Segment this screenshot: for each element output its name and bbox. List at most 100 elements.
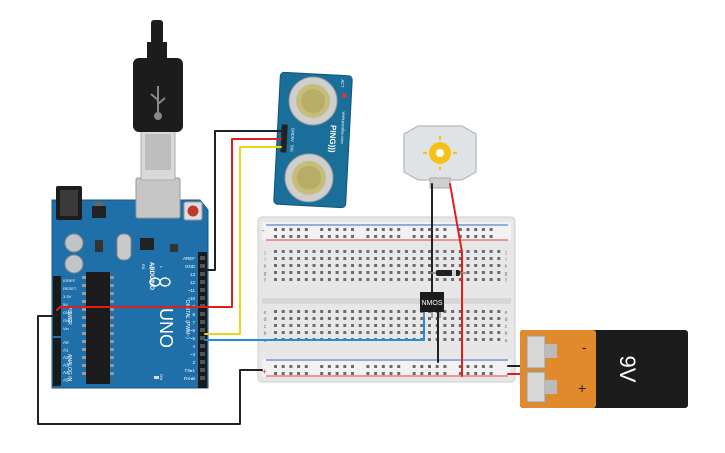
breadboard-hole[interactable] — [443, 372, 447, 375]
breadboard-hole[interactable] — [320, 317, 324, 320]
breadboard-hole[interactable] — [420, 278, 424, 281]
breadboard-hole[interactable] — [335, 250, 339, 253]
breadboard-hole[interactable] — [366, 250, 370, 253]
breadboard-hole[interactable] — [474, 324, 478, 327]
breadboard-hole[interactable] — [374, 365, 378, 368]
breadboard-hole[interactable] — [304, 271, 308, 274]
breadboard-hole[interactable] — [412, 365, 416, 368]
breadboard-hole[interactable] — [443, 228, 447, 231]
breadboard-hole[interactable] — [458, 278, 462, 281]
breadboard-hole[interactable] — [420, 250, 424, 253]
breadboard-hole[interactable] — [428, 331, 431, 334]
breadboard-hole[interactable] — [481, 228, 485, 231]
breadboard-hole[interactable] — [474, 257, 478, 260]
breadboard-hole[interactable] — [381, 235, 385, 238]
breadboard-hole[interactable] — [297, 372, 301, 375]
breadboard-hole[interactable] — [297, 317, 301, 320]
breadboard-hole[interactable] — [420, 228, 424, 231]
breadboard-hole[interactable] — [274, 278, 277, 281]
breadboard-hole[interactable] — [289, 278, 293, 281]
breadboard-hole[interactable] — [304, 331, 308, 334]
breadboard-hole[interactable] — [374, 257, 378, 260]
breadboard-hole[interactable] — [412, 228, 416, 231]
breadboard-hole[interactable] — [351, 278, 354, 281]
breadboard-hole[interactable] — [320, 372, 324, 375]
breadboard-hole[interactable] — [497, 310, 501, 313]
breadboard-hole[interactable] — [474, 228, 478, 231]
breadboard-hole[interactable] — [289, 365, 293, 368]
usb-cable[interactable] — [133, 20, 183, 132]
breadboard-hole[interactable] — [481, 250, 485, 253]
breadboard-hole[interactable] — [304, 372, 308, 375]
breadboard-hole[interactable] — [274, 365, 277, 368]
breadboard-hole[interactable] — [474, 271, 478, 274]
breadboard-hole[interactable] — [404, 257, 408, 260]
breadboard-hole[interactable] — [397, 310, 401, 313]
breadboard-hole[interactable] — [289, 257, 293, 260]
breadboard-hole[interactable] — [412, 372, 416, 375]
breadboard-hole[interactable] — [412, 324, 416, 327]
breadboard-hole[interactable] — [443, 365, 447, 368]
breadboard-hole[interactable] — [443, 235, 447, 238]
breadboard-hole[interactable] — [289, 271, 293, 274]
breadboard-hole[interactable] — [366, 278, 370, 281]
breadboard-hole[interactable] — [404, 264, 408, 267]
breadboard-hole[interactable] — [289, 372, 293, 375]
breadboard-hole[interactable] — [304, 278, 308, 281]
breadboard-hole[interactable] — [481, 278, 485, 281]
breadboard-hole[interactable] — [412, 264, 416, 267]
breadboard-hole[interactable] — [497, 250, 501, 253]
breadboard-hole[interactable] — [327, 317, 331, 320]
breadboard-hole[interactable] — [374, 264, 378, 267]
breadboard-hole[interactable] — [312, 271, 316, 274]
breadboard-hole[interactable] — [389, 365, 393, 368]
breadboard-hole[interactable] — [327, 228, 331, 231]
breadboard-hole[interactable] — [366, 271, 370, 274]
breadboard-hole[interactable] — [404, 331, 408, 334]
breadboard-hole[interactable] — [374, 324, 378, 327]
breadboard-hole[interactable] — [312, 257, 316, 260]
breadboard-hole[interactable] — [351, 365, 354, 368]
breadboard-hole[interactable] — [497, 317, 501, 320]
analog-header[interactable] — [53, 338, 61, 386]
breadboard-hole[interactable] — [274, 264, 277, 267]
breadboard-hole[interactable] — [458, 372, 462, 375]
breadboard-hole[interactable] — [358, 317, 362, 320]
breadboard-hole[interactable] — [335, 372, 339, 375]
breadboard-hole[interactable] — [397, 372, 401, 375]
breadboard-hole[interactable] — [327, 331, 331, 334]
breadboard-hole[interactable] — [428, 324, 431, 327]
breadboard-hole[interactable] — [381, 264, 385, 267]
breadboard-hole[interactable] — [466, 235, 470, 238]
breadboard-hole[interactable] — [312, 324, 316, 327]
breadboard-hole[interactable] — [281, 228, 285, 231]
breadboard-hole[interactable] — [297, 235, 301, 238]
breadboard-hole[interactable] — [304, 257, 308, 260]
breadboard-hole[interactable] — [435, 250, 439, 253]
breadboard-hole[interactable] — [412, 310, 416, 313]
breadboard-hole[interactable] — [481, 310, 485, 313]
breadboard-hole[interactable] — [381, 310, 385, 313]
breadboard-hole[interactable] — [343, 278, 347, 281]
breadboard-hole[interactable] — [351, 235, 354, 238]
breadboard-hole[interactable] — [281, 257, 285, 260]
breadboard-hole[interactable] — [312, 317, 316, 320]
breadboard-hole[interactable] — [281, 310, 285, 313]
breadboard-hole[interactable] — [304, 235, 308, 238]
breadboard-hole[interactable] — [374, 331, 378, 334]
breadboard-hole[interactable] — [327, 264, 331, 267]
breadboard-hole[interactable] — [381, 317, 385, 320]
breadboard-hole[interactable] — [374, 235, 378, 238]
breadboard-hole[interactable] — [289, 264, 293, 267]
breadboard-hole[interactable] — [381, 250, 385, 253]
breadboard-hole[interactable] — [428, 365, 431, 368]
breadboard-hole[interactable] — [420, 264, 424, 267]
breadboard-hole[interactable] — [381, 278, 385, 281]
breadboard-hole[interactable] — [366, 331, 370, 334]
breadboard-hole[interactable] — [420, 235, 424, 238]
breadboard-hole[interactable] — [474, 235, 478, 238]
breadboard-hole[interactable] — [351, 310, 354, 313]
breadboard-hole[interactable] — [304, 310, 308, 313]
